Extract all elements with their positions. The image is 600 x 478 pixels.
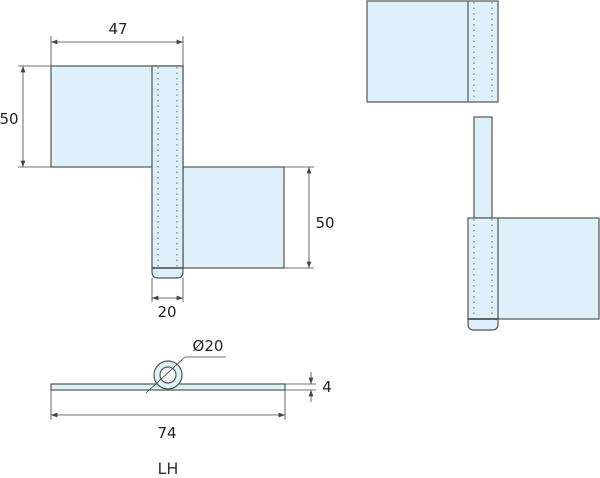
- dim-leaf-width: 47: [108, 20, 127, 38]
- top-view: Ø20 4 74: [50, 337, 332, 442]
- dim-upper-height: 50: [0, 110, 19, 128]
- dim-pin-diameter: Ø20: [193, 337, 224, 355]
- handedness-caption: LH: [158, 459, 179, 478]
- exploded-view: [366, 0, 600, 331]
- dim-overall-width: 74: [157, 424, 176, 442]
- upper-leaf-separated: [366, 0, 499, 103]
- dim-knuckle-width: 20: [157, 303, 176, 321]
- dim-lower-height: 50: [315, 214, 334, 232]
- lower-leaf: [182, 166, 285, 269]
- knuckle: [151, 65, 184, 279]
- pin: [473, 116, 493, 219]
- dim-thickness: 4: [322, 378, 332, 396]
- front-view: 47 50 50 20: [0, 20, 335, 321]
- lower-leaf-with-pin: [467, 217, 600, 320]
